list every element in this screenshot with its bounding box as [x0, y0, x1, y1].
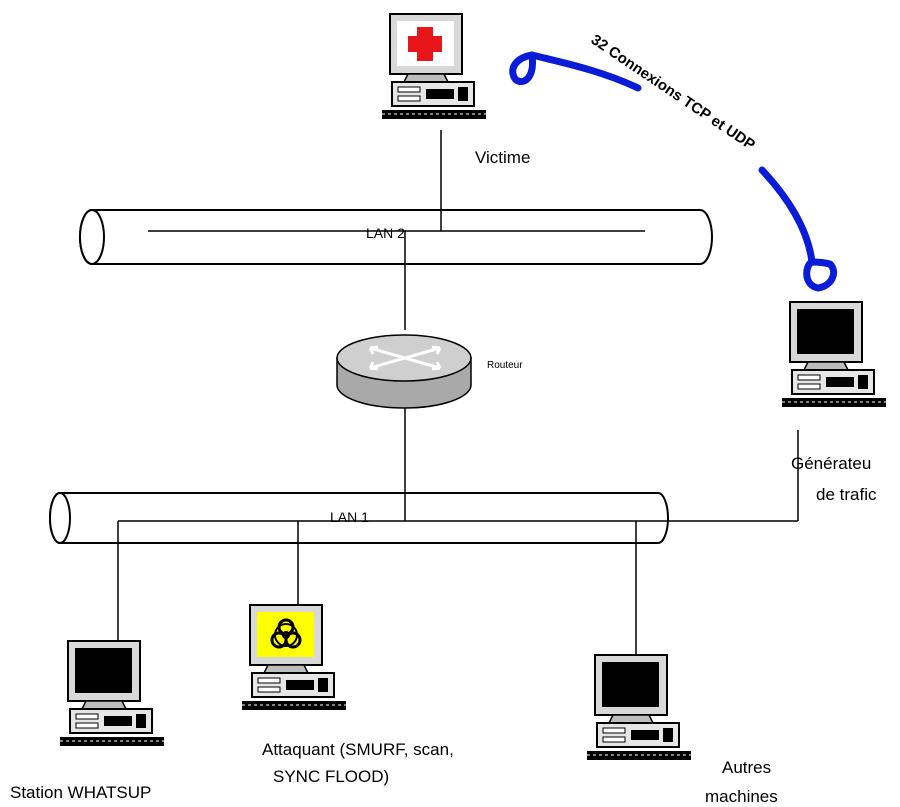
- lan1-label: LAN 1: [330, 509, 369, 525]
- station-label: Station WHATSUP: [10, 783, 151, 802]
- traffic-generator-label-line2: de trafic: [816, 485, 877, 504]
- others-label-line2: machines: [705, 787, 778, 806]
- lan2-segment: LAN 2: [79, 209, 713, 265]
- other-machines-computer: [586, 654, 692, 761]
- attacker-label-line2: SYNC FLOOD): [273, 767, 389, 786]
- attacker-label-line1: Attaquant (SMURF, scan,: [262, 740, 454, 759]
- lan2-label: LAN 2: [366, 225, 405, 241]
- others-label-line1: Autres: [722, 758, 771, 777]
- attacker-computer: [241, 604, 347, 711]
- connection-arrow: [509, 51, 837, 292]
- router-icon: [336, 334, 472, 409]
- connection-label: 32 Connexions TCP et UDP: [588, 31, 758, 154]
- victim-computer: [381, 13, 487, 120]
- traffic-generator-computer: [781, 301, 887, 408]
- red-cross-icon: [408, 27, 442, 61]
- network-links: [117, 130, 799, 658]
- station-computer: [59, 640, 165, 747]
- router-label: Routeur: [487, 360, 523, 371]
- victim-label: Victime: [475, 148, 530, 167]
- lan1-segment: LAN 1: [49, 492, 798, 544]
- traffic-generator-label-line1: Générateu: [791, 454, 871, 473]
